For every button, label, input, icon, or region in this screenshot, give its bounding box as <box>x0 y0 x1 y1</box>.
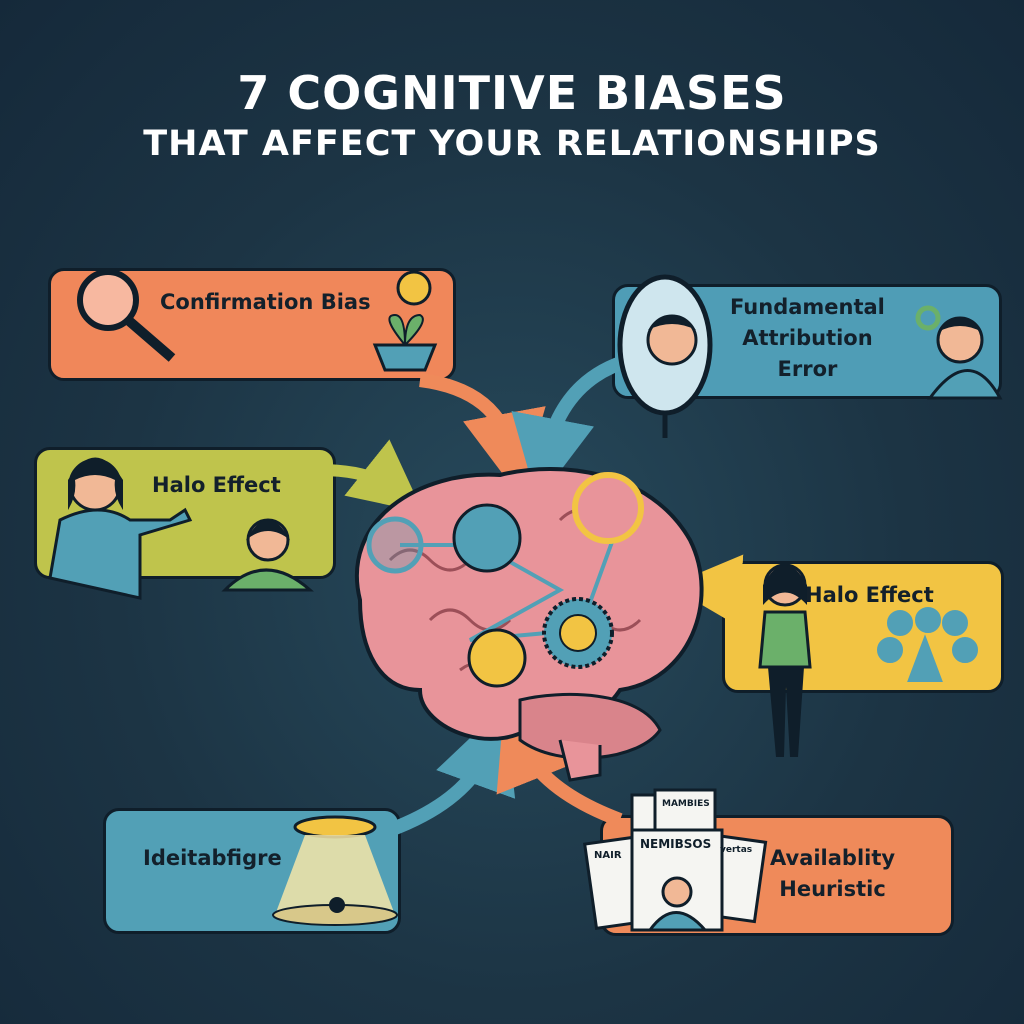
label-line: Fundamental <box>730 295 885 319</box>
gear-icon <box>396 270 432 306</box>
plant-icon <box>372 313 438 372</box>
label-line: Error <box>777 357 838 381</box>
newspaper-headline-top: MAMBIES <box>662 799 710 809</box>
pointing-people-icon <box>48 457 314 600</box>
arrow-ideitabfigre <box>387 705 516 837</box>
newspaper-headline-main: NEMIBSOS <box>640 837 711 851</box>
label-line: Heuristic <box>779 877 886 901</box>
arrow-availability <box>496 701 623 827</box>
mirror-icon <box>617 274 713 438</box>
newspaper-headline-left: NAIR <box>594 850 622 861</box>
network-icon <box>877 607 978 682</box>
magnifying-glass-icon <box>77 269 176 362</box>
person-pointing-icon <box>915 305 1003 400</box>
ideitabfigre-label: Ideitabfigre <box>143 846 282 870</box>
arrow-halo-right <box>669 554 744 627</box>
fundamental-attribution-error-label: Fundamental Attribution Error <box>730 292 885 385</box>
title-line-2: THAT AFFECT YOUR RELATIONSHIPS <box>143 124 881 164</box>
label-line: Attribution <box>742 326 873 350</box>
halo-effect-label-right: Halo Effect <box>805 583 934 607</box>
presenter-icon <box>758 563 978 757</box>
title-line-1: 7 COGNITIVE BIASES <box>237 66 787 120</box>
halo-effect-label-left: Halo Effect <box>152 473 281 497</box>
confirmation-bias-label: Confirmation Bias <box>160 290 371 314</box>
arrow-halo-left <box>319 439 424 513</box>
arrow-confirmation <box>419 373 546 497</box>
brain-illustration <box>354 466 704 782</box>
newspaper-headline-right: vertas <box>720 845 752 855</box>
arrow-attribution <box>511 353 633 502</box>
newspapers-icon <box>583 788 768 932</box>
availability-heuristic-label: Availablity Heuristic <box>770 843 895 905</box>
label-line: Availablity <box>770 846 896 870</box>
spotlight-icon <box>272 815 398 926</box>
